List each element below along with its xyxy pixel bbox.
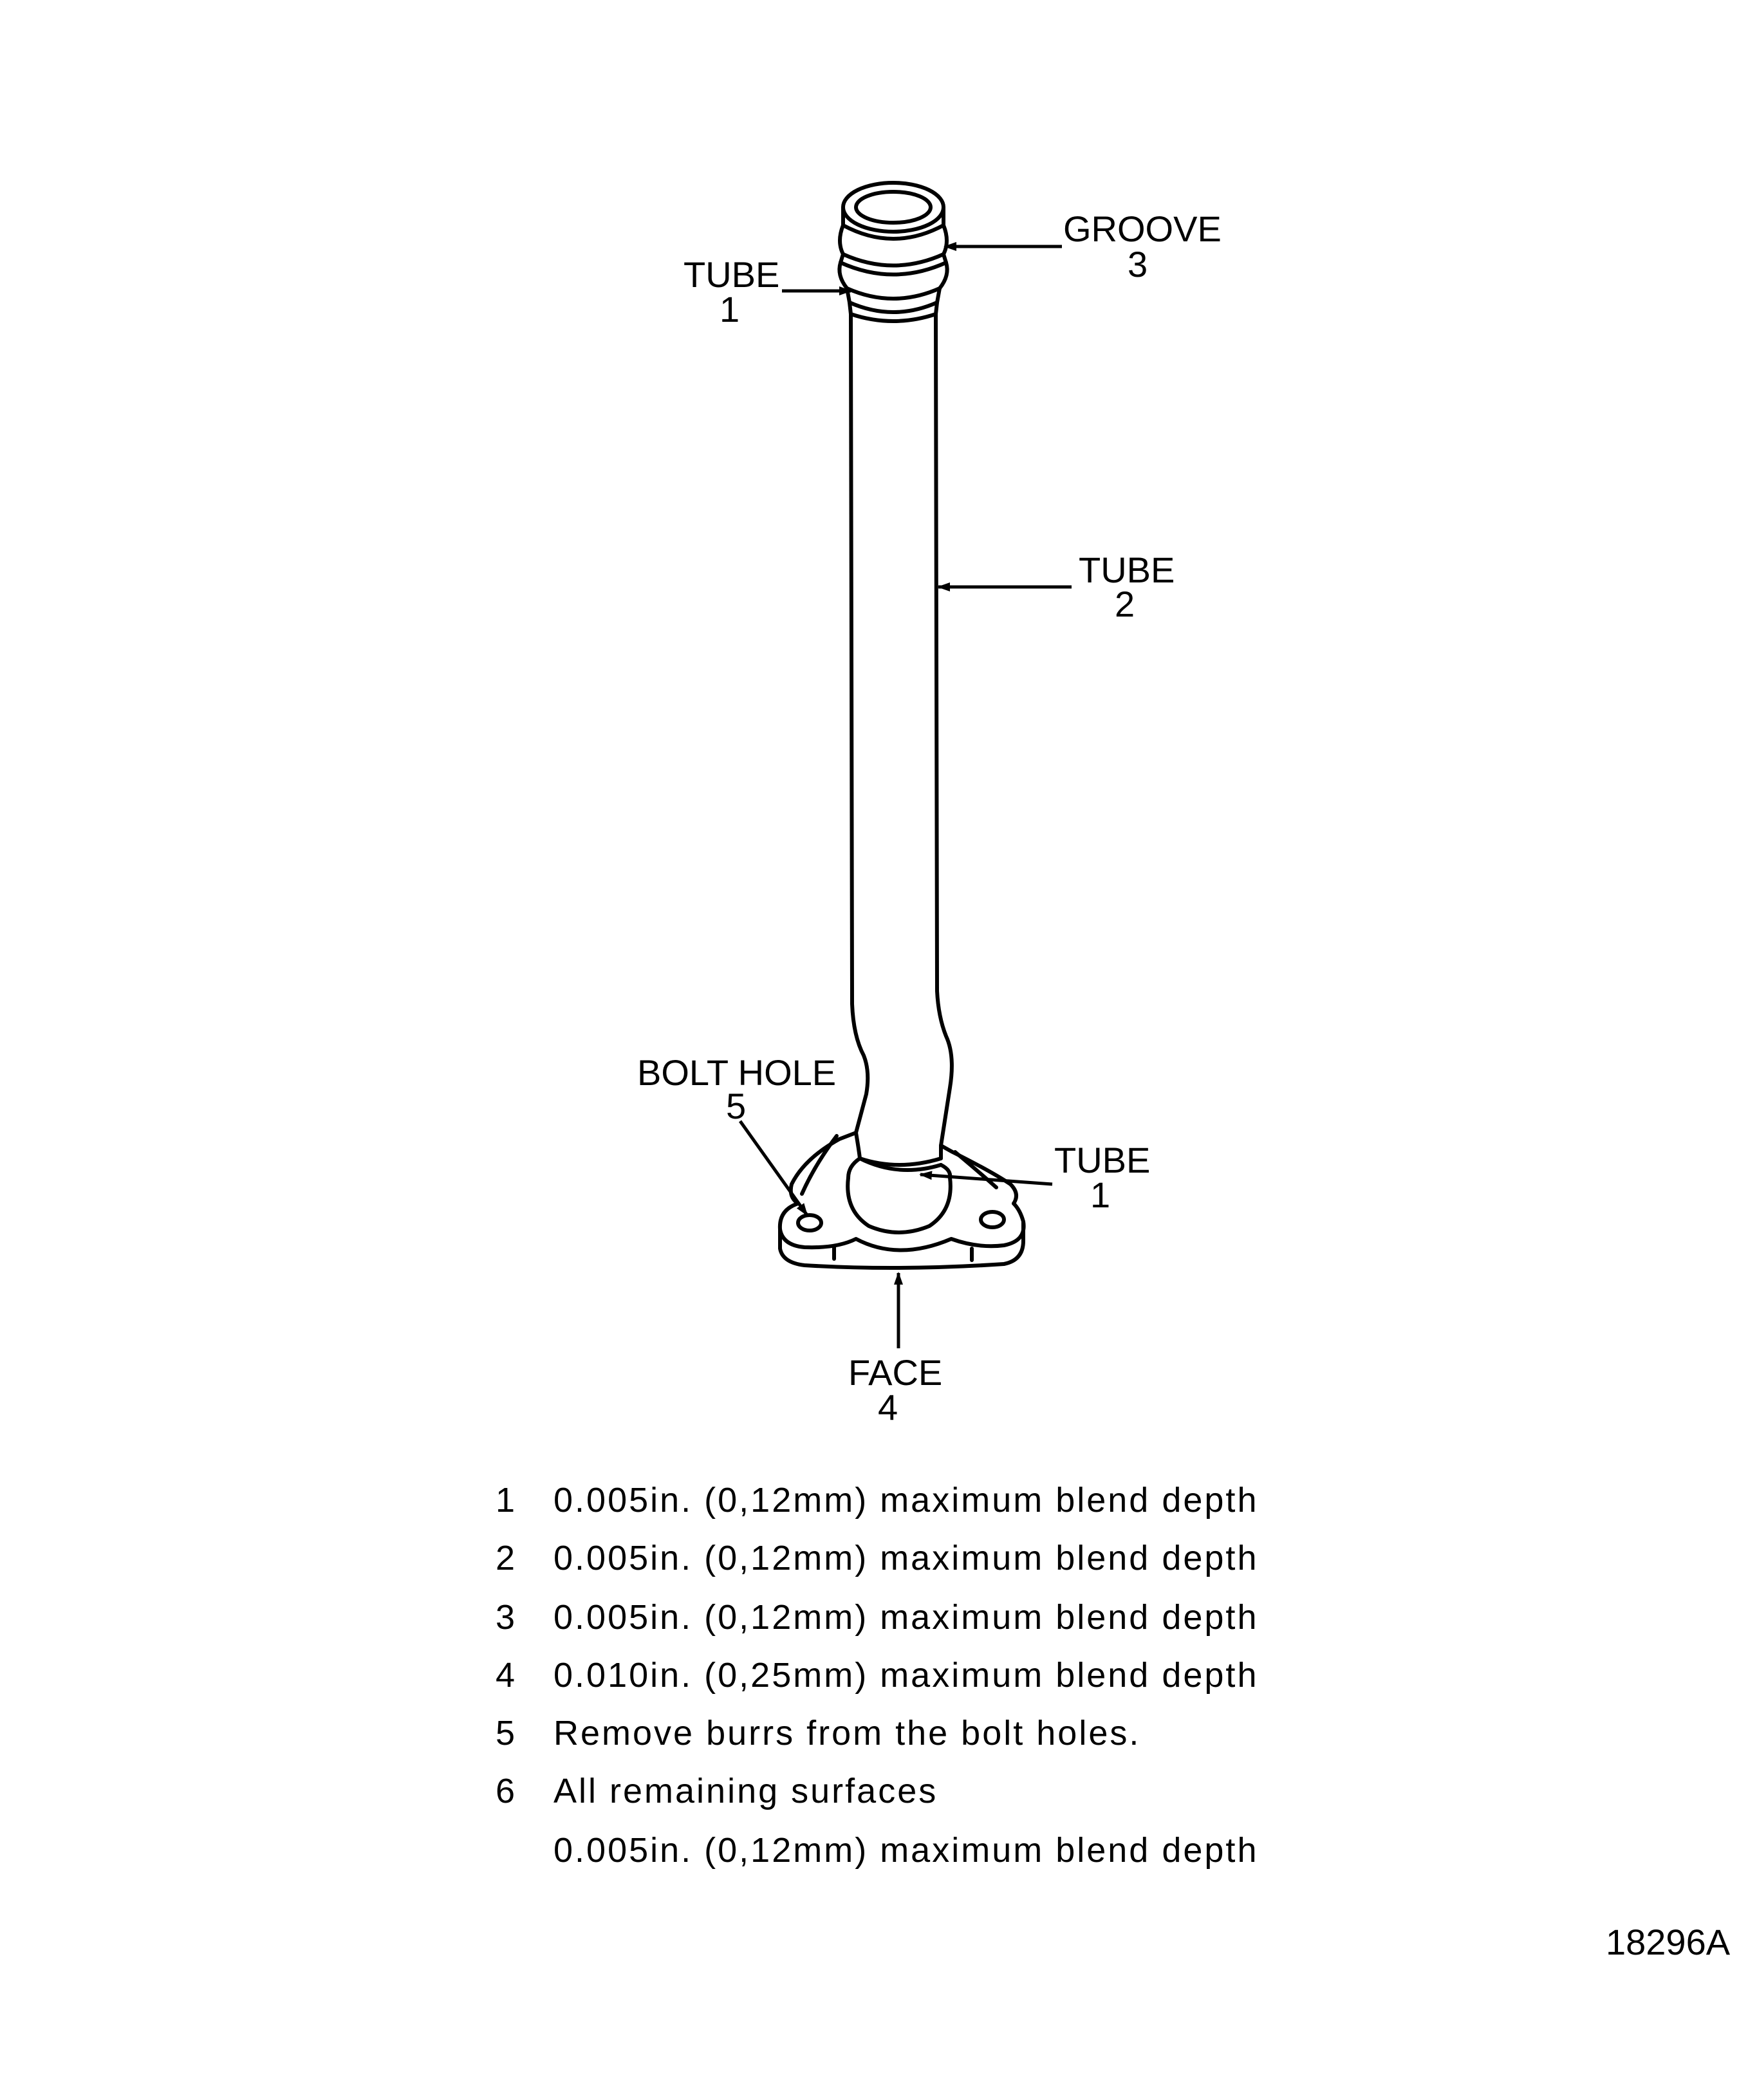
bolt-hole-number: 5 [726,1086,746,1126]
tube-bottom-leader [919,1171,1053,1186]
tube-top-label: TUBE [683,254,779,295]
bolt-hole-right [979,1210,1006,1229]
legend-number: 5 [496,1714,517,1752]
top-fitting [837,181,949,323]
bolt-hole-leader [738,1120,809,1216]
legend-text: 0.010in. (0,25mm) maximum blend depth [553,1656,1259,1695]
tube-mid-number: 2 [1115,584,1135,624]
legend-number: 6 [496,1772,517,1810]
face-label: FACE [848,1352,942,1393]
groove-label: GROOVE [1063,209,1222,249]
tube-bottom-label: TUBE [1054,1140,1150,1180]
groove-number: 3 [1128,244,1148,284]
bolt-hole-label: BOLT HOLE [637,1052,836,1093]
legend-number: 3 [496,1598,517,1637]
tube-top-number: 1 [720,289,739,330]
tube-body [849,312,954,1172]
tube-drawing [777,181,1026,1270]
legend-number: 1 [496,1481,517,1519]
legend-text: 0.005in. (0,12mm) maximum blend depth [553,1598,1259,1637]
bolt-hole-left [796,1213,823,1232]
leader-lines [738,242,1072,1348]
legend-text: 0.005in. (0,12mm) maximum blend depth [553,1539,1259,1577]
legend-text: Remove burrs from the bolt holes. [553,1714,1141,1752]
tube-bottom-number: 1 [1090,1175,1110,1215]
flange [777,1131,1026,1270]
legend-text: 0.005in. (0,12mm) maximum blend depth [553,1831,1259,1870]
legend-number: 4 [496,1656,517,1695]
callouts: GROOVE 3 TUBE 1 TUBE 2 BOLT HOLE 5 TUBE … [637,209,1222,1427]
figure-id: 18296A [1606,1922,1731,1962]
legend-text: All remaining surfaces [553,1772,938,1810]
legend-text: 0.005in. (0,12mm) maximum blend depth [553,1481,1259,1519]
legend-number: 2 [496,1539,517,1577]
face-number: 4 [878,1387,898,1427]
tube-mid-label: TUBE [1079,550,1175,590]
